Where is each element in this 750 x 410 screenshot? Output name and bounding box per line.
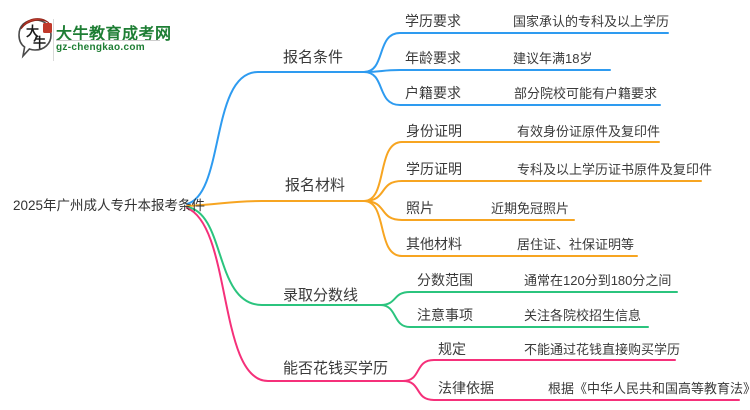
logo-domain[interactable]: gz-chengkao.com	[56, 42, 145, 53]
logo-divider	[53, 19, 54, 61]
branch-4-label[interactable]: 能否花钱买学历	[283, 360, 389, 377]
node-label[interactable]: 学历证明	[406, 161, 462, 177]
node-value[interactable]: 建议年满18岁	[513, 51, 593, 66]
branch-2-label[interactable]: 报名材料	[285, 177, 346, 194]
branch-3-label[interactable]: 录取分数线	[283, 287, 359, 304]
branch-1-child-1-link	[363, 32, 669, 73]
site-logo[interactable]: 大 牛 大牛教育成考网 gz-chengkao.com	[16, 13, 186, 61]
branch-4-link	[186, 207, 404, 382]
node-label[interactable]: 规定	[438, 341, 466, 357]
node-value[interactable]: 专科及以上学历证书原件及复印件	[517, 162, 713, 177]
node-label[interactable]: 学历要求	[405, 13, 461, 29]
node-value[interactable]: 有效身份证原件及复印件	[517, 124, 661, 139]
branch-2-child-3-link	[363, 200, 575, 221]
branch-2-child-2-link	[363, 180, 702, 202]
node-value[interactable]: 近期免冠照片	[491, 201, 570, 216]
logo-rule	[56, 40, 160, 41]
branch-2-child-4-link	[363, 200, 638, 257]
node-label[interactable]: 法律依据	[438, 380, 494, 396]
node-label[interactable]: 其他材料	[406, 236, 462, 252]
node-label[interactable]: 身份证明	[406, 123, 462, 139]
node-value[interactable]: 部分院校可能有户籍要求	[514, 86, 658, 101]
root-topic[interactable]: 2025年广州成人专升本报考条件	[13, 198, 206, 213]
svg-text:大: 大	[26, 24, 39, 39]
node-label[interactable]: 照片	[406, 200, 434, 216]
node-label[interactable]: 户籍要求	[405, 85, 461, 101]
branch-3-child-2-link	[379, 304, 649, 328]
node-value[interactable]: 根据《中华人民共和国高等教育法》	[548, 381, 750, 396]
node-label[interactable]: 年龄要求	[405, 50, 461, 66]
branch-1-label[interactable]: 报名条件	[283, 49, 344, 66]
branch-4-child-2-link	[402, 380, 740, 401]
node-value[interactable]: 居住证、社保证明等	[517, 237, 635, 252]
branch-1-link	[186, 71, 365, 205]
logo-bubble-icon: 大 牛	[18, 18, 52, 59]
node-value[interactable]: 通常在120分到180分之间	[524, 273, 672, 288]
branch-3-child-1-link	[379, 291, 678, 306]
node-label[interactable]: 注意事项	[417, 307, 473, 323]
branch-1-child-3-link	[363, 71, 661, 106]
node-value[interactable]: 关注各院校招生信息	[524, 308, 642, 323]
node-value[interactable]: 国家承认的专科及以上学历	[513, 14, 670, 29]
branch-4-child-1-link	[402, 359, 676, 382]
branch-3-link	[186, 206, 381, 306]
node-value[interactable]: 不能通过花钱直接购买学历	[524, 342, 681, 357]
logo-title[interactable]: 大牛教育成考网	[56, 26, 172, 43]
branch-2-child-1-link	[363, 141, 660, 202]
branch-2-link	[186, 200, 365, 207]
node-label[interactable]: 分数范围	[417, 272, 473, 288]
svg-text:牛: 牛	[33, 35, 46, 50]
branch-1-child-2-link	[363, 69, 611, 73]
